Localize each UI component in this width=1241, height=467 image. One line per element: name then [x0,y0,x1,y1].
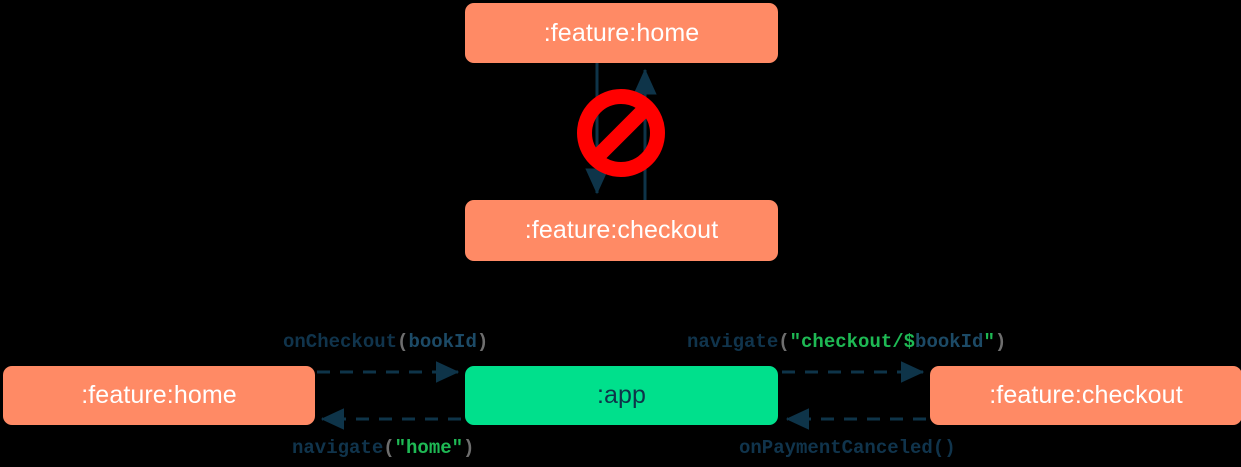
token-function: navigate [687,331,779,353]
token-paren-close: ) [476,331,489,353]
node-label: :app [596,381,647,409]
edge-label-on-payment-canceled: onPaymentCanceled() [739,437,956,459]
node-label: :feature:checkout [989,381,1183,409]
token-paren-open: ( [383,437,395,459]
edge-label-navigate-home: navigate("home") [292,437,474,459]
token-string: "home" [394,437,464,459]
good-pattern-edges [317,361,926,430]
token-argument: bookId [915,331,984,353]
token-paren-open: ( [397,331,409,353]
node-label: :feature:home [543,18,700,47]
no-entry-icon [577,89,665,177]
token-paren-close: ) [463,437,475,459]
node-feature-home-top[interactable]: :feature:home [465,3,778,63]
anti-pattern-edges [585,63,657,200]
token-paren-close: ) [994,331,1007,353]
edge-label-on-checkout: onCheckout(bookId) [283,331,488,353]
token-function: onCheckout [283,331,398,353]
node-feature-home-bottom[interactable]: :feature:home [3,366,315,425]
edge-label-navigate-checkout: navigate("checkout/$bookId") [687,331,1006,353]
token-function: navigate [292,437,384,459]
token-argument: bookId [408,331,477,353]
token-string-tail: " [983,331,995,353]
token-paren-open: ( [778,331,790,353]
node-feature-checkout-bottom[interactable]: :feature:checkout [930,366,1241,425]
token-function: onPaymentCanceled() [739,437,956,459]
token-string-head: "checkout/$ [789,331,916,353]
node-feature-checkout-top[interactable]: :feature:checkout [465,200,778,261]
node-label: :feature:checkout [524,216,719,244]
node-label: :feature:home [81,381,237,409]
node-app[interactable]: :app [465,366,778,425]
